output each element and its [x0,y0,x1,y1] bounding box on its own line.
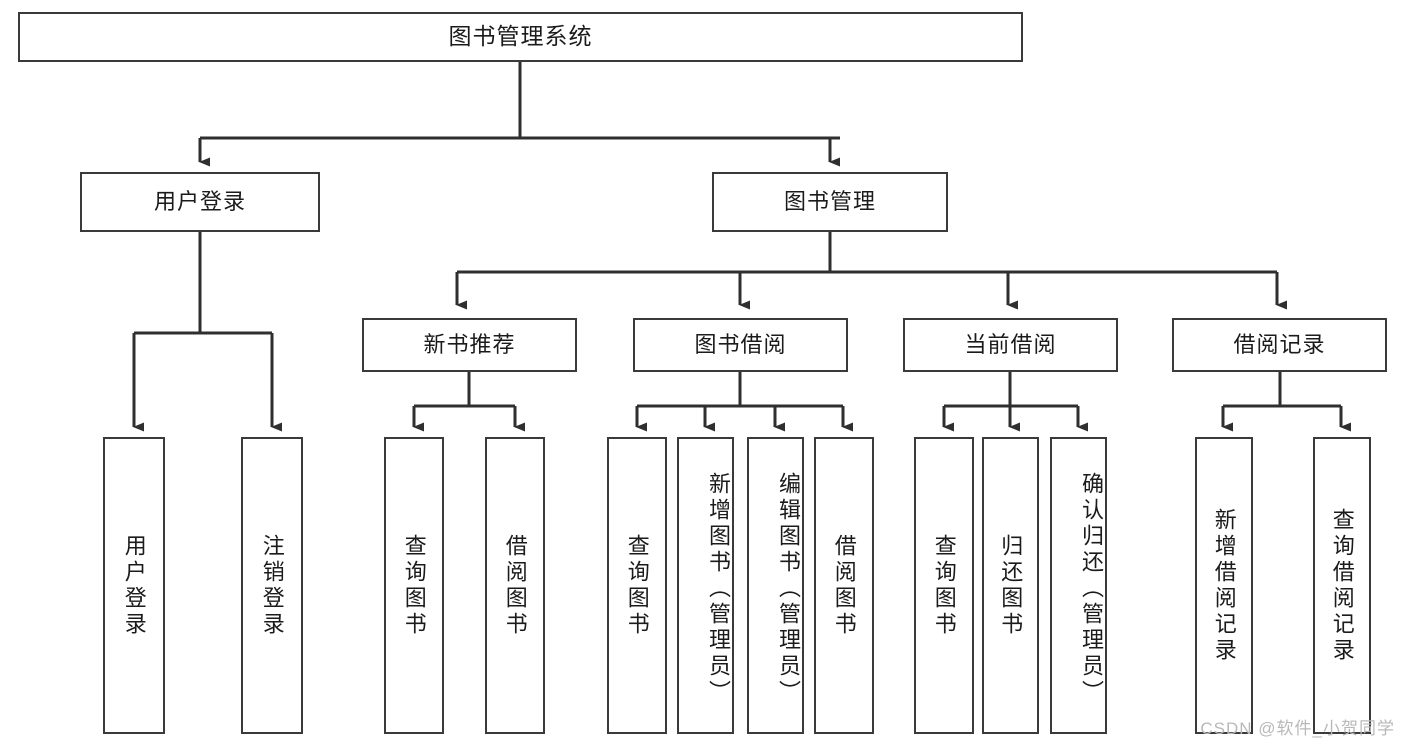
node-user-login[interactable]: 用户登录 [80,172,320,232]
node-borrow-record[interactable]: 借阅记录 [1172,318,1387,372]
leaf-borrow-book-2[interactable]: 借阅图书 [814,437,874,734]
node-current-borrow[interactable]: 当前借阅 [903,318,1118,372]
leaf-edit-book-admin[interactable]: 编辑图书（管理员） [747,437,804,734]
node-book-management[interactable]: 图书管理 [712,172,948,232]
leaf-add-borrow-record[interactable]: 新增借阅记录 [1195,437,1253,734]
leaf-return-book[interactable]: 归还图书 [982,437,1039,734]
leaf-borrow-book-1[interactable]: 借阅图书 [485,437,545,734]
leaf-query-borrow-record[interactable]: 查询借阅记录 [1313,437,1371,734]
csdn-watermark: CSDN @软件_小贺同学 [1200,719,1395,738]
leaf-user-login[interactable]: 用户登录 [103,437,165,734]
leaf-query-book-2[interactable]: 查询图书 [607,437,667,734]
leaf-query-book-3[interactable]: 查询图书 [914,437,974,734]
node-book-borrow[interactable]: 图书借阅 [633,318,848,372]
leaf-query-book-1[interactable]: 查询图书 [384,437,444,734]
node-root-system[interactable]: 图书管理系统 [18,12,1023,62]
leaf-confirm-return-admin[interactable]: 确认归还（管理员） [1050,437,1107,734]
leaf-logout-login[interactable]: 注销登录 [241,437,303,734]
leaf-add-book-admin[interactable]: 新增图书（管理员） [677,437,734,734]
node-new-book-recommend[interactable]: 新书推荐 [362,318,577,372]
